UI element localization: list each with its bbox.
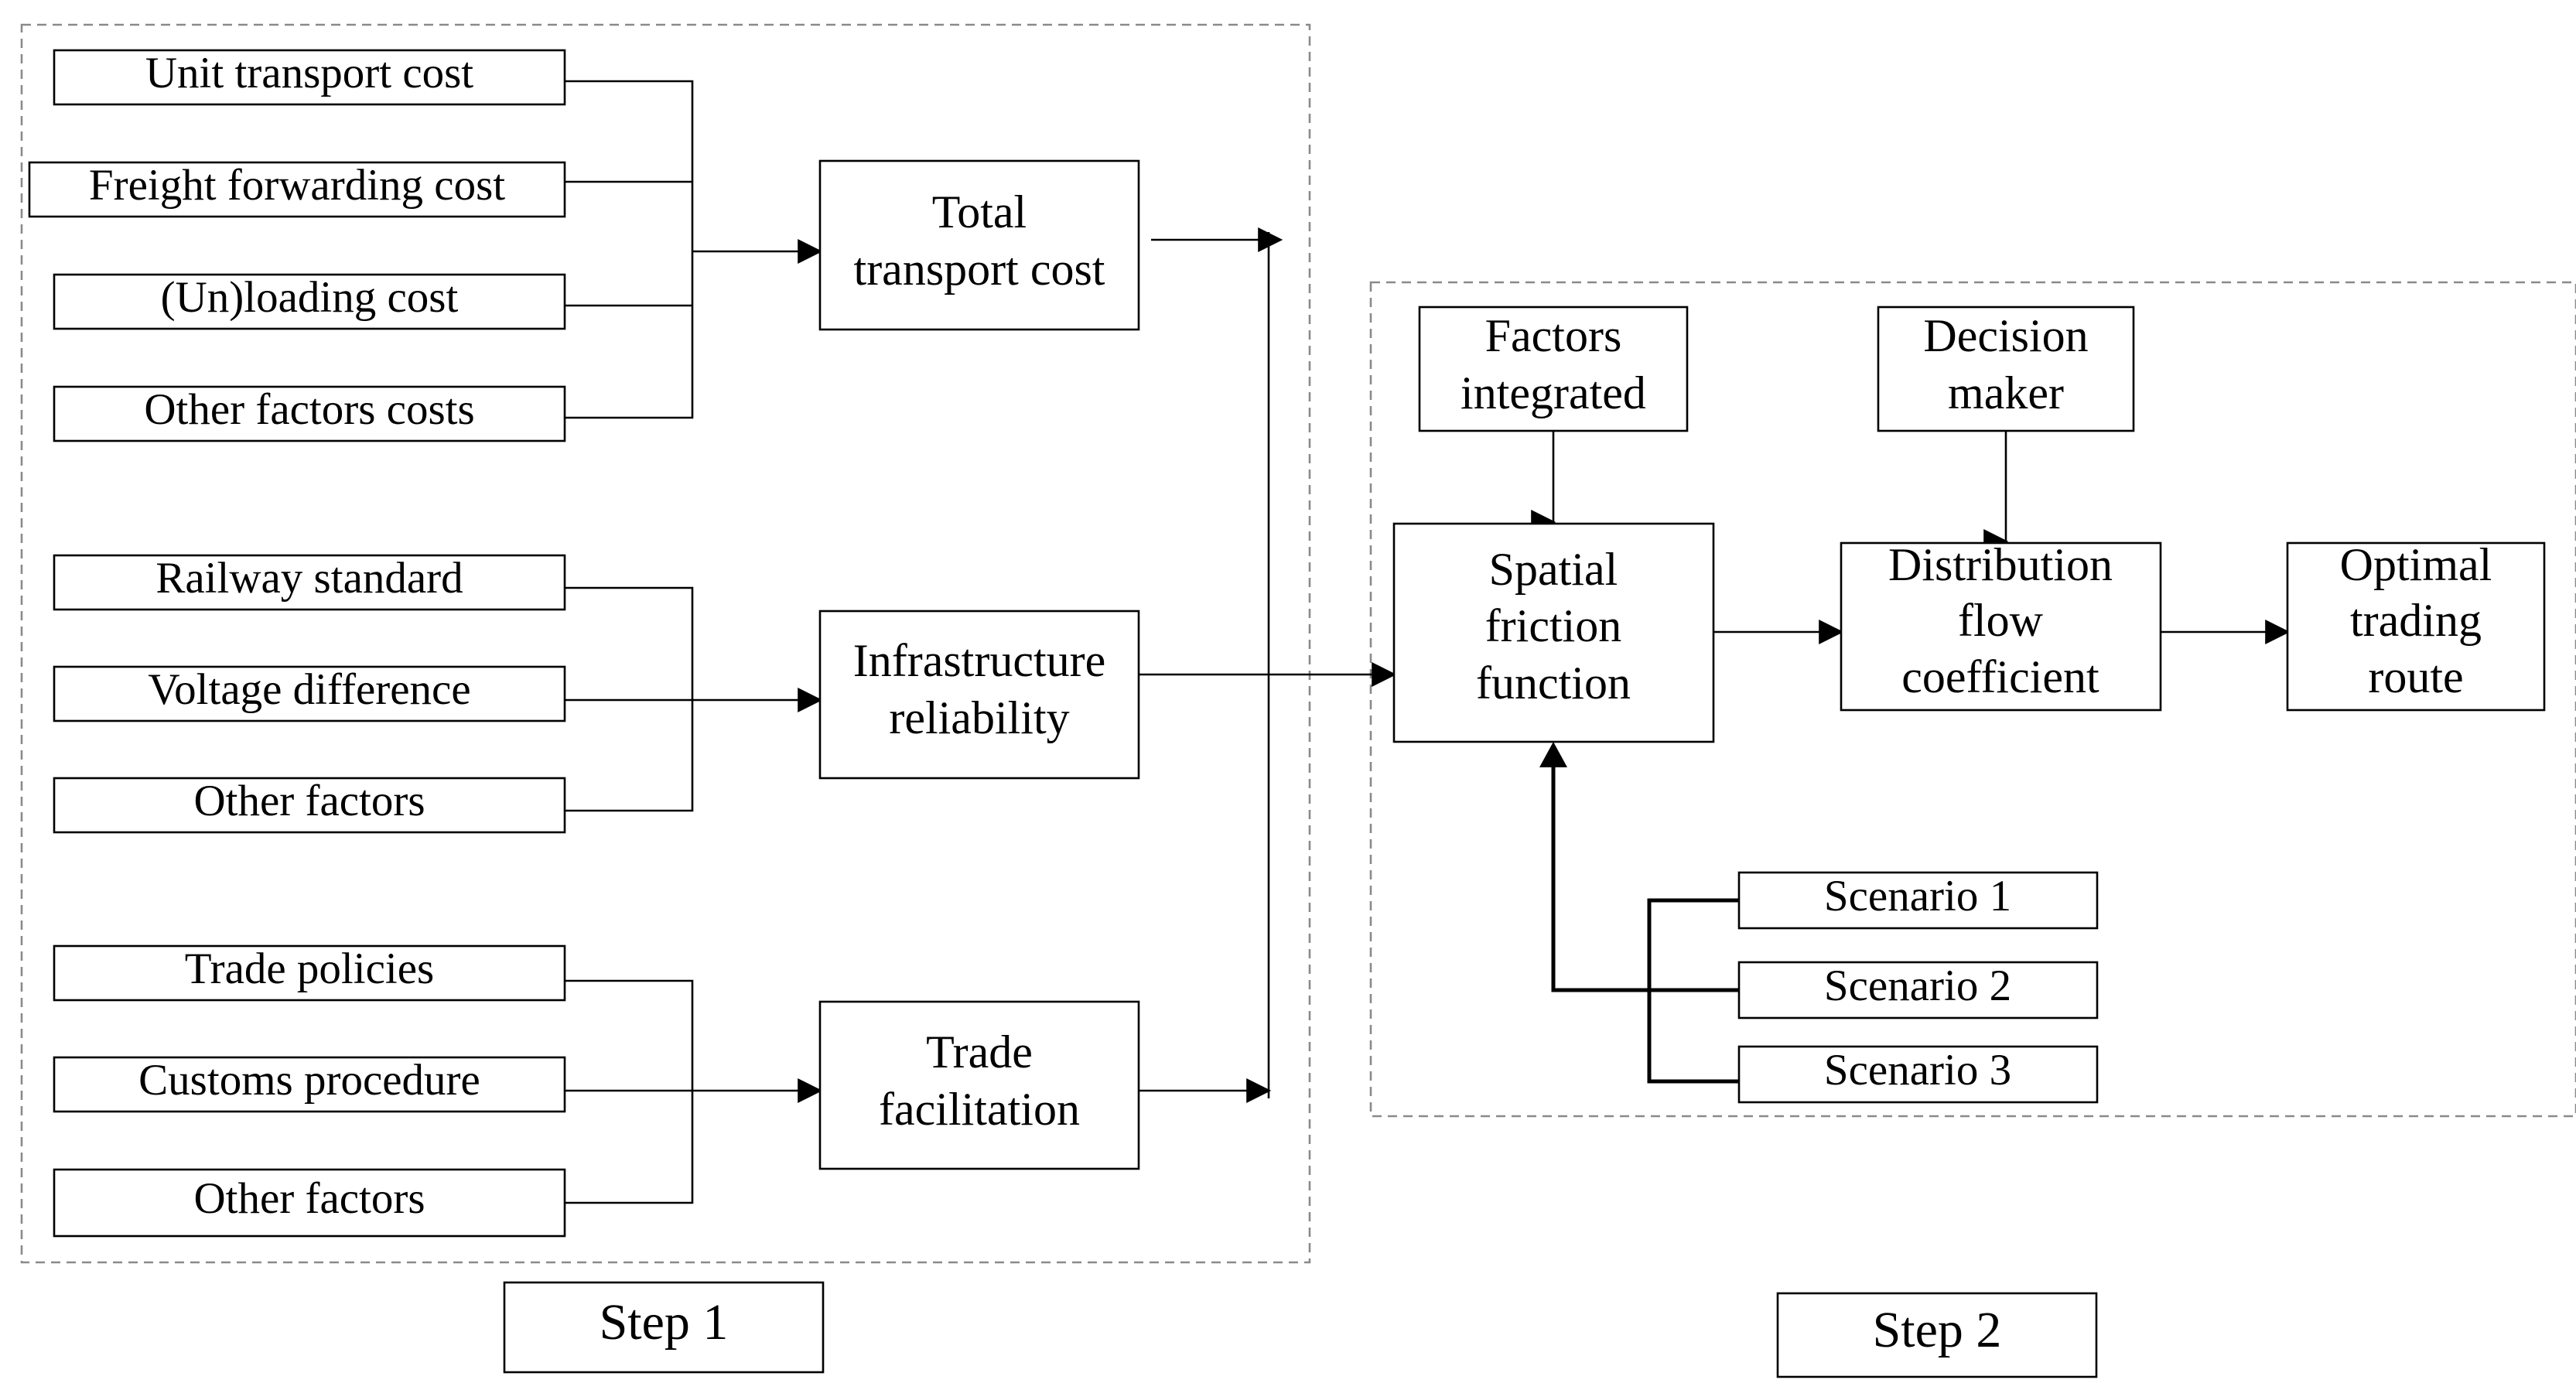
step-1-label-box: Step 1	[503, 1281, 825, 1374]
infra-input-label: Railway standard	[155, 554, 463, 603]
step-label: Step 1	[600, 1294, 729, 1351]
infra-input-voltage-difference: Voltage difference	[53, 665, 566, 722]
box-line: transport cost	[854, 244, 1105, 295]
cost-input-label: (Un)loading cost	[161, 273, 459, 322]
infrastructure-reliability-box: Infrastructure reliability	[818, 610, 1140, 780]
trade-input-customs-procedure: Customs procedure	[53, 1056, 566, 1113]
box-line: facilitation	[879, 1084, 1080, 1135]
scenario-3-box: Scenario 3	[1737, 1045, 2099, 1104]
scenario-feedback-line	[1551, 766, 1739, 992]
optimal-trading-route-box: Optimal trading route	[2286, 539, 2546, 712]
scenario-label: Scenario 3	[1824, 1046, 2011, 1095]
infra-input-railway-standard: Railway standard	[53, 554, 566, 611]
infra-input-other-factors: Other factors	[53, 777, 566, 834]
box-line: maker	[1948, 367, 2064, 418]
scenario-2-box: Scenario 2	[1737, 961, 2099, 1019]
scenario-label: Scenario 2	[1824, 961, 2011, 1010]
factors-integrated-box: Factors integrated	[1418, 306, 1689, 432]
infra-input-label: Other factors	[193, 777, 425, 825]
box-line: Trade	[926, 1026, 1033, 1078]
cost-input-freight-forwarding: Freight forwarding cost	[28, 161, 566, 218]
trade-input-other-factors: Other factors	[53, 1168, 566, 1238]
box-line: route	[2368, 651, 2463, 702]
infra-input-label: Voltage difference	[148, 665, 470, 714]
box-line: coefficient	[1901, 651, 2099, 702]
cost-bracket-line	[565, 80, 694, 419]
scenario-label: Scenario 1	[1824, 872, 2011, 920]
cost-input-other-factors-costs: Other factors costs	[53, 385, 566, 442]
trade-facilitation-box: Trade facilitation	[818, 1000, 1140, 1170]
box-line: Infrastructure	[853, 635, 1105, 686]
box-line: integrated	[1461, 367, 1646, 418]
cost-input-label: Freight forwarding cost	[89, 161, 505, 210]
trade-input-policies: Trade policies	[53, 944, 566, 1002]
box-line: Distribution	[1888, 539, 2113, 590]
box-line: flow	[1958, 595, 2044, 646]
box-line: Factors	[1485, 310, 1622, 361]
step1-frame	[20, 23, 1311, 1264]
box-line: reliability	[889, 692, 1069, 743]
step-2-label-box: Step 2	[1776, 1292, 2098, 1378]
cost-input-label: Other factors costs	[144, 385, 474, 434]
decision-maker-box: Decision maker	[1877, 306, 2135, 432]
box-line: Decision	[1923, 310, 2088, 361]
arrowhead-into-spatial	[1539, 742, 1567, 767]
scenario-1-box: Scenario 1	[1737, 871, 2099, 930]
box-line: Optimal	[2340, 539, 2492, 590]
trade-input-label: Trade policies	[185, 944, 434, 993]
box-line: Spatial	[1489, 544, 1618, 595]
spatial-friction-function-box: Spatial friction function	[1392, 522, 1715, 743]
box-line: trading	[2350, 595, 2482, 646]
box-line: friction	[1485, 600, 1622, 651]
distribution-flow-coefficient-box: Distribution flow coefficient	[1840, 539, 2162, 712]
total-transport-cost-box: Total transport cost	[818, 159, 1140, 331]
trade-input-label: Other factors	[193, 1174, 425, 1223]
trade-input-label: Customs procedure	[138, 1056, 480, 1105]
trade-bracket-line	[565, 979, 694, 1204]
cost-input-unloading: (Un)loading cost	[53, 273, 566, 330]
cost-input-label: Unit transport cost	[145, 49, 473, 97]
box-line: Total	[932, 186, 1027, 237]
box-line: function	[1476, 657, 1631, 709]
step-label: Step 2	[1873, 1302, 2002, 1358]
cost-input-unit-transport: Unit transport cost	[53, 49, 566, 106]
